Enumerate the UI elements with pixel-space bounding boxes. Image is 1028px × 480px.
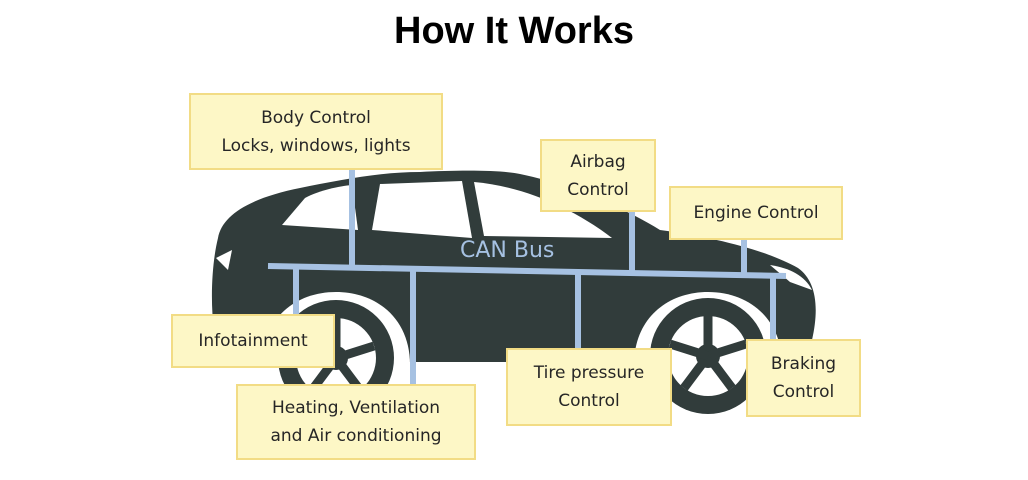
- airbag-control-line1: Airbag: [570, 151, 626, 172]
- braking-control-box: Braking Control: [746, 339, 861, 417]
- airbag-control-line2: Control: [567, 179, 629, 200]
- body-control-detail: Locks, windows, lights: [221, 135, 411, 156]
- body-control-title: Body Control: [261, 107, 371, 128]
- tire-pressure-line2: Control: [558, 391, 620, 411]
- hvac-line2: and Air conditioning: [270, 426, 442, 446]
- airbag-control-box: Airbag Control: [540, 139, 656, 212]
- taillight: [216, 250, 232, 270]
- engine-control-label: Engine Control: [693, 203, 819, 223]
- infotainment-box: Infotainment: [171, 314, 335, 368]
- tire-pressure-line1: Tire pressure: [533, 363, 645, 383]
- engine-control-box: Engine Control: [669, 186, 843, 240]
- braking-control-line1: Braking: [770, 354, 837, 374]
- front-wheel: [650, 298, 766, 414]
- can-bus: [267, 168, 787, 386]
- rear-window: [282, 185, 358, 230]
- headlight: [770, 265, 812, 290]
- hvac-box: Heating, Ventilation and Air conditionin…: [236, 384, 476, 460]
- braking-control-line2: Control: [772, 382, 835, 402]
- can-bus-line: [267, 263, 787, 279]
- hvac-line1: Heating, Ventilation: [271, 398, 441, 418]
- tire-pressure-box: Tire pressure Control: [506, 348, 672, 426]
- middle-window: [372, 181, 472, 238]
- infotainment-label: Infotainment: [198, 331, 308, 351]
- diagram-title: How It Works: [394, 10, 634, 52]
- can-bus-label: CAN Bus: [460, 238, 555, 263]
- body-control-box: Body Control Locks, windows, lights: [189, 93, 443, 170]
